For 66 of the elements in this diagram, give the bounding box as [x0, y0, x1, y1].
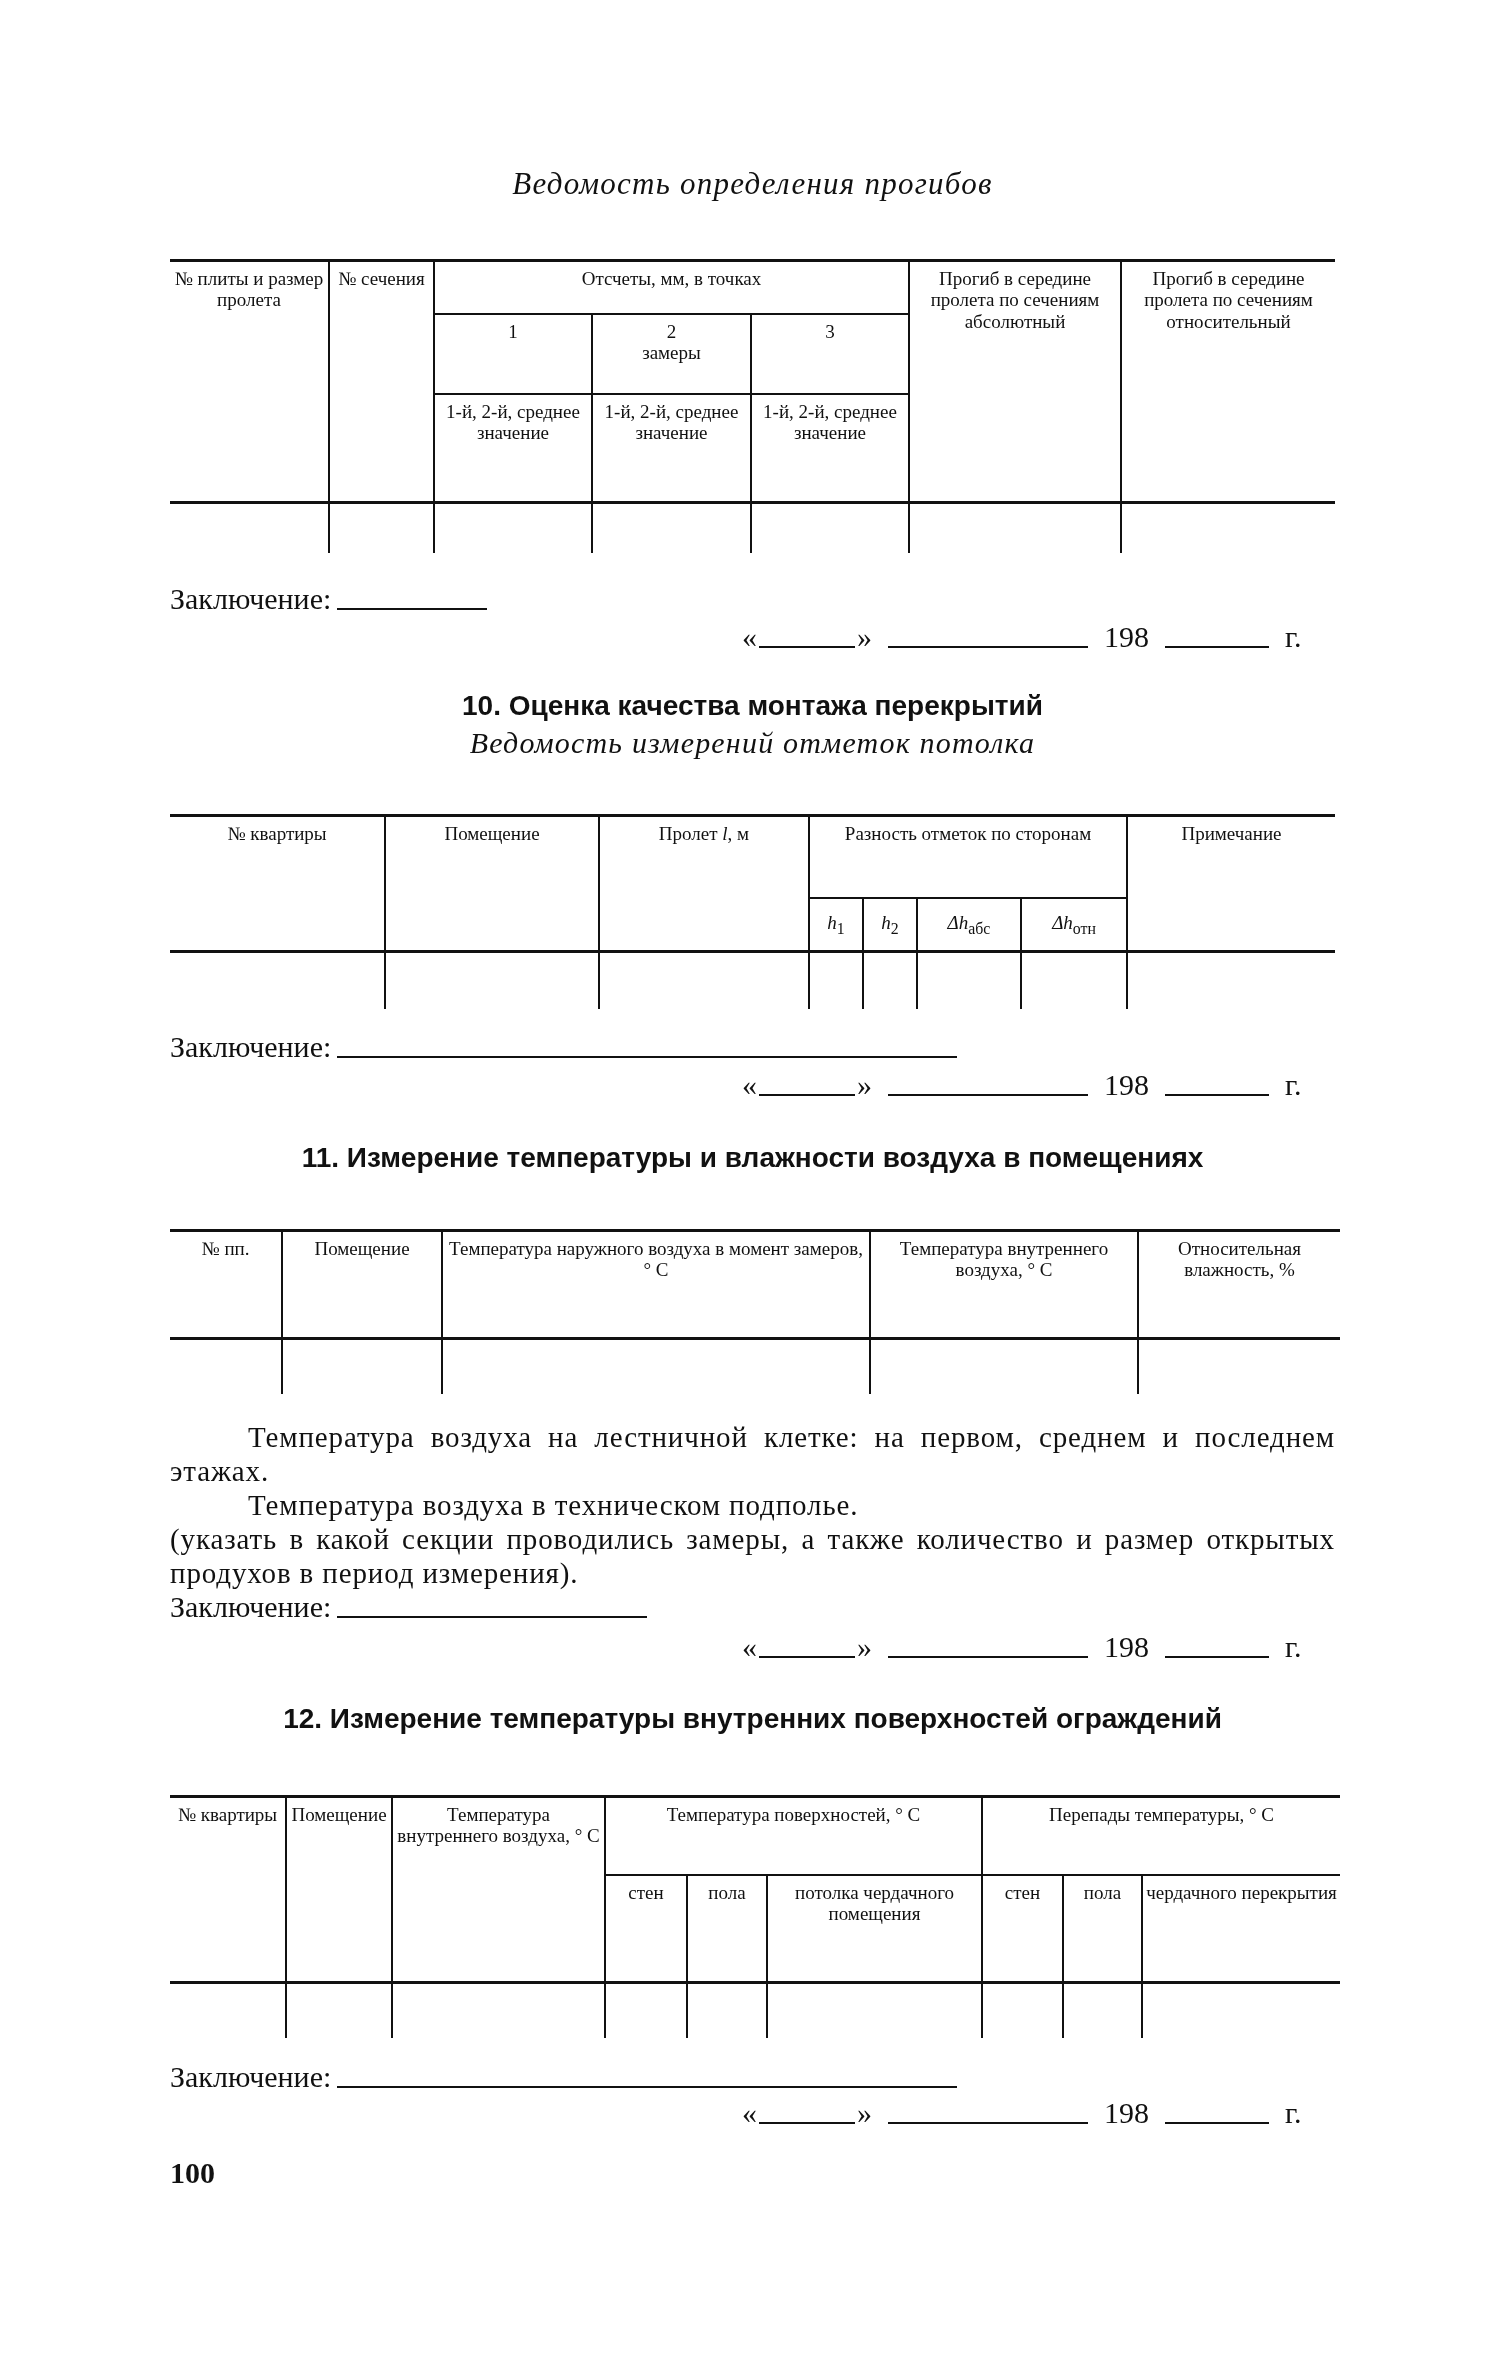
form-label: Заключение:: [170, 2060, 332, 2094]
column-header: Примечание: [1181, 823, 1282, 845]
section-heading: 12. Измерение температуры внутренних поверхностей ограждений: [283, 1703, 1222, 1734]
column-header: № сечения: [338, 268, 425, 290]
column-header: потолка чердачного помещения: [794, 1882, 955, 1925]
page-number: 100: [170, 2156, 215, 2189]
column-header: Температура поверхностей, ° С: [666, 1804, 921, 1826]
column-header: Помещение: [444, 823, 540, 845]
column-header: 2: [666, 321, 677, 343]
date-text: 198: [1104, 2096, 1149, 2130]
paragraph: Температура воздуха в техническом подполье.: [247, 1488, 860, 1522]
column-header: 1: [508, 321, 518, 343]
column-header: h$_{1}$: [827, 911, 845, 938]
date-text: 198: [1104, 1068, 1149, 1102]
quote-mark: «: [742, 2096, 757, 2130]
column-header: Δh$_{абс}$: [947, 911, 991, 938]
paragraph: (указать в какой секции проводились замеры, а также количество и размер открытых продухов в период измерения).: [170, 1522, 1335, 1590]
date-text: 198: [1104, 1630, 1149, 1664]
column-header: 1-й, 2-й, среднее значение: [762, 401, 898, 444]
table-title: Ведомость измерений отметок потолка: [469, 726, 1036, 759]
column-header: 1-й, 2-й, среднее значение: [445, 401, 581, 444]
date-text: г.: [1285, 620, 1302, 654]
quote-mark: «: [742, 1068, 757, 1102]
table-title: Ведомость определения прогибов: [512, 166, 993, 201]
quote-mark: »: [857, 1068, 872, 1102]
quote-mark: «: [742, 1630, 757, 1664]
column-header: Температура внутреннего воздуха, ° С: [898, 1238, 1110, 1281]
quote-mark: »: [857, 2096, 872, 2130]
column-header: Прогиб в середине пролета по сечениям абсолютный: [929, 268, 1101, 332]
column-header: чердачного перекрытия: [1146, 1882, 1337, 1904]
column-header: h$_{2}$: [881, 911, 899, 938]
column-header: Δh$_{отн}$: [1052, 911, 1096, 938]
column-header: № квартиры: [177, 1804, 278, 1826]
column-header: стен: [1004, 1882, 1041, 1904]
quote-mark: «: [742, 620, 757, 654]
section-heading: 11. Измерение температуры и влажности воздуха в помещениях: [301, 1142, 1204, 1173]
column-header: Температура наружного воздуха в момент замеров, ° С: [448, 1238, 864, 1281]
column-header: 3: [825, 321, 835, 343]
column-header: № квартиры: [227, 823, 327, 845]
column-header: Помещение: [291, 1804, 387, 1826]
form-label: Заключение:: [170, 582, 332, 616]
paragraph: Температура воздуха на лестничной клетке: на первом, среднем и последнем этажах.: [170, 1420, 1335, 1488]
date-text: г.: [1285, 1630, 1302, 1664]
column-header: Температура внутреннего воздуха, ° С: [396, 1804, 601, 1847]
form-label: Заключение:: [170, 1590, 332, 1624]
column-header: замеры: [642, 342, 701, 364]
column-header: пола: [708, 1882, 746, 1904]
column-header: № плиты и размер пролета: [173, 268, 325, 311]
column-header: пола: [1083, 1882, 1122, 1904]
column-header: № пп.: [201, 1238, 250, 1260]
quote-mark: »: [857, 1630, 872, 1664]
date-text: г.: [1285, 2096, 1302, 2130]
date-text: г.: [1285, 1068, 1302, 1102]
column-header: Разность отметок по сторонам: [844, 823, 1092, 845]
column-header: стен: [628, 1882, 664, 1904]
column-header: Отсчеты, мм, в точках: [581, 268, 762, 290]
column-header: Перепады температуры, ° С: [1049, 1804, 1274, 1826]
section-heading: 10. Оценка качества монтажа перекрытий: [462, 690, 1043, 721]
quote-mark: »: [857, 620, 872, 654]
column-header: Пролет l, м: [658, 823, 750, 845]
column-header: Прогиб в середине пролета по сечениям относительный: [1143, 268, 1314, 332]
date-text: 198: [1104, 620, 1149, 654]
column-header: Помещение: [314, 1238, 410, 1260]
column-header: 1-й, 2-й, среднее значение: [603, 401, 740, 444]
form-label: Заключение:: [170, 1030, 332, 1064]
column-header: Относительная влажность, %: [1177, 1238, 1302, 1281]
